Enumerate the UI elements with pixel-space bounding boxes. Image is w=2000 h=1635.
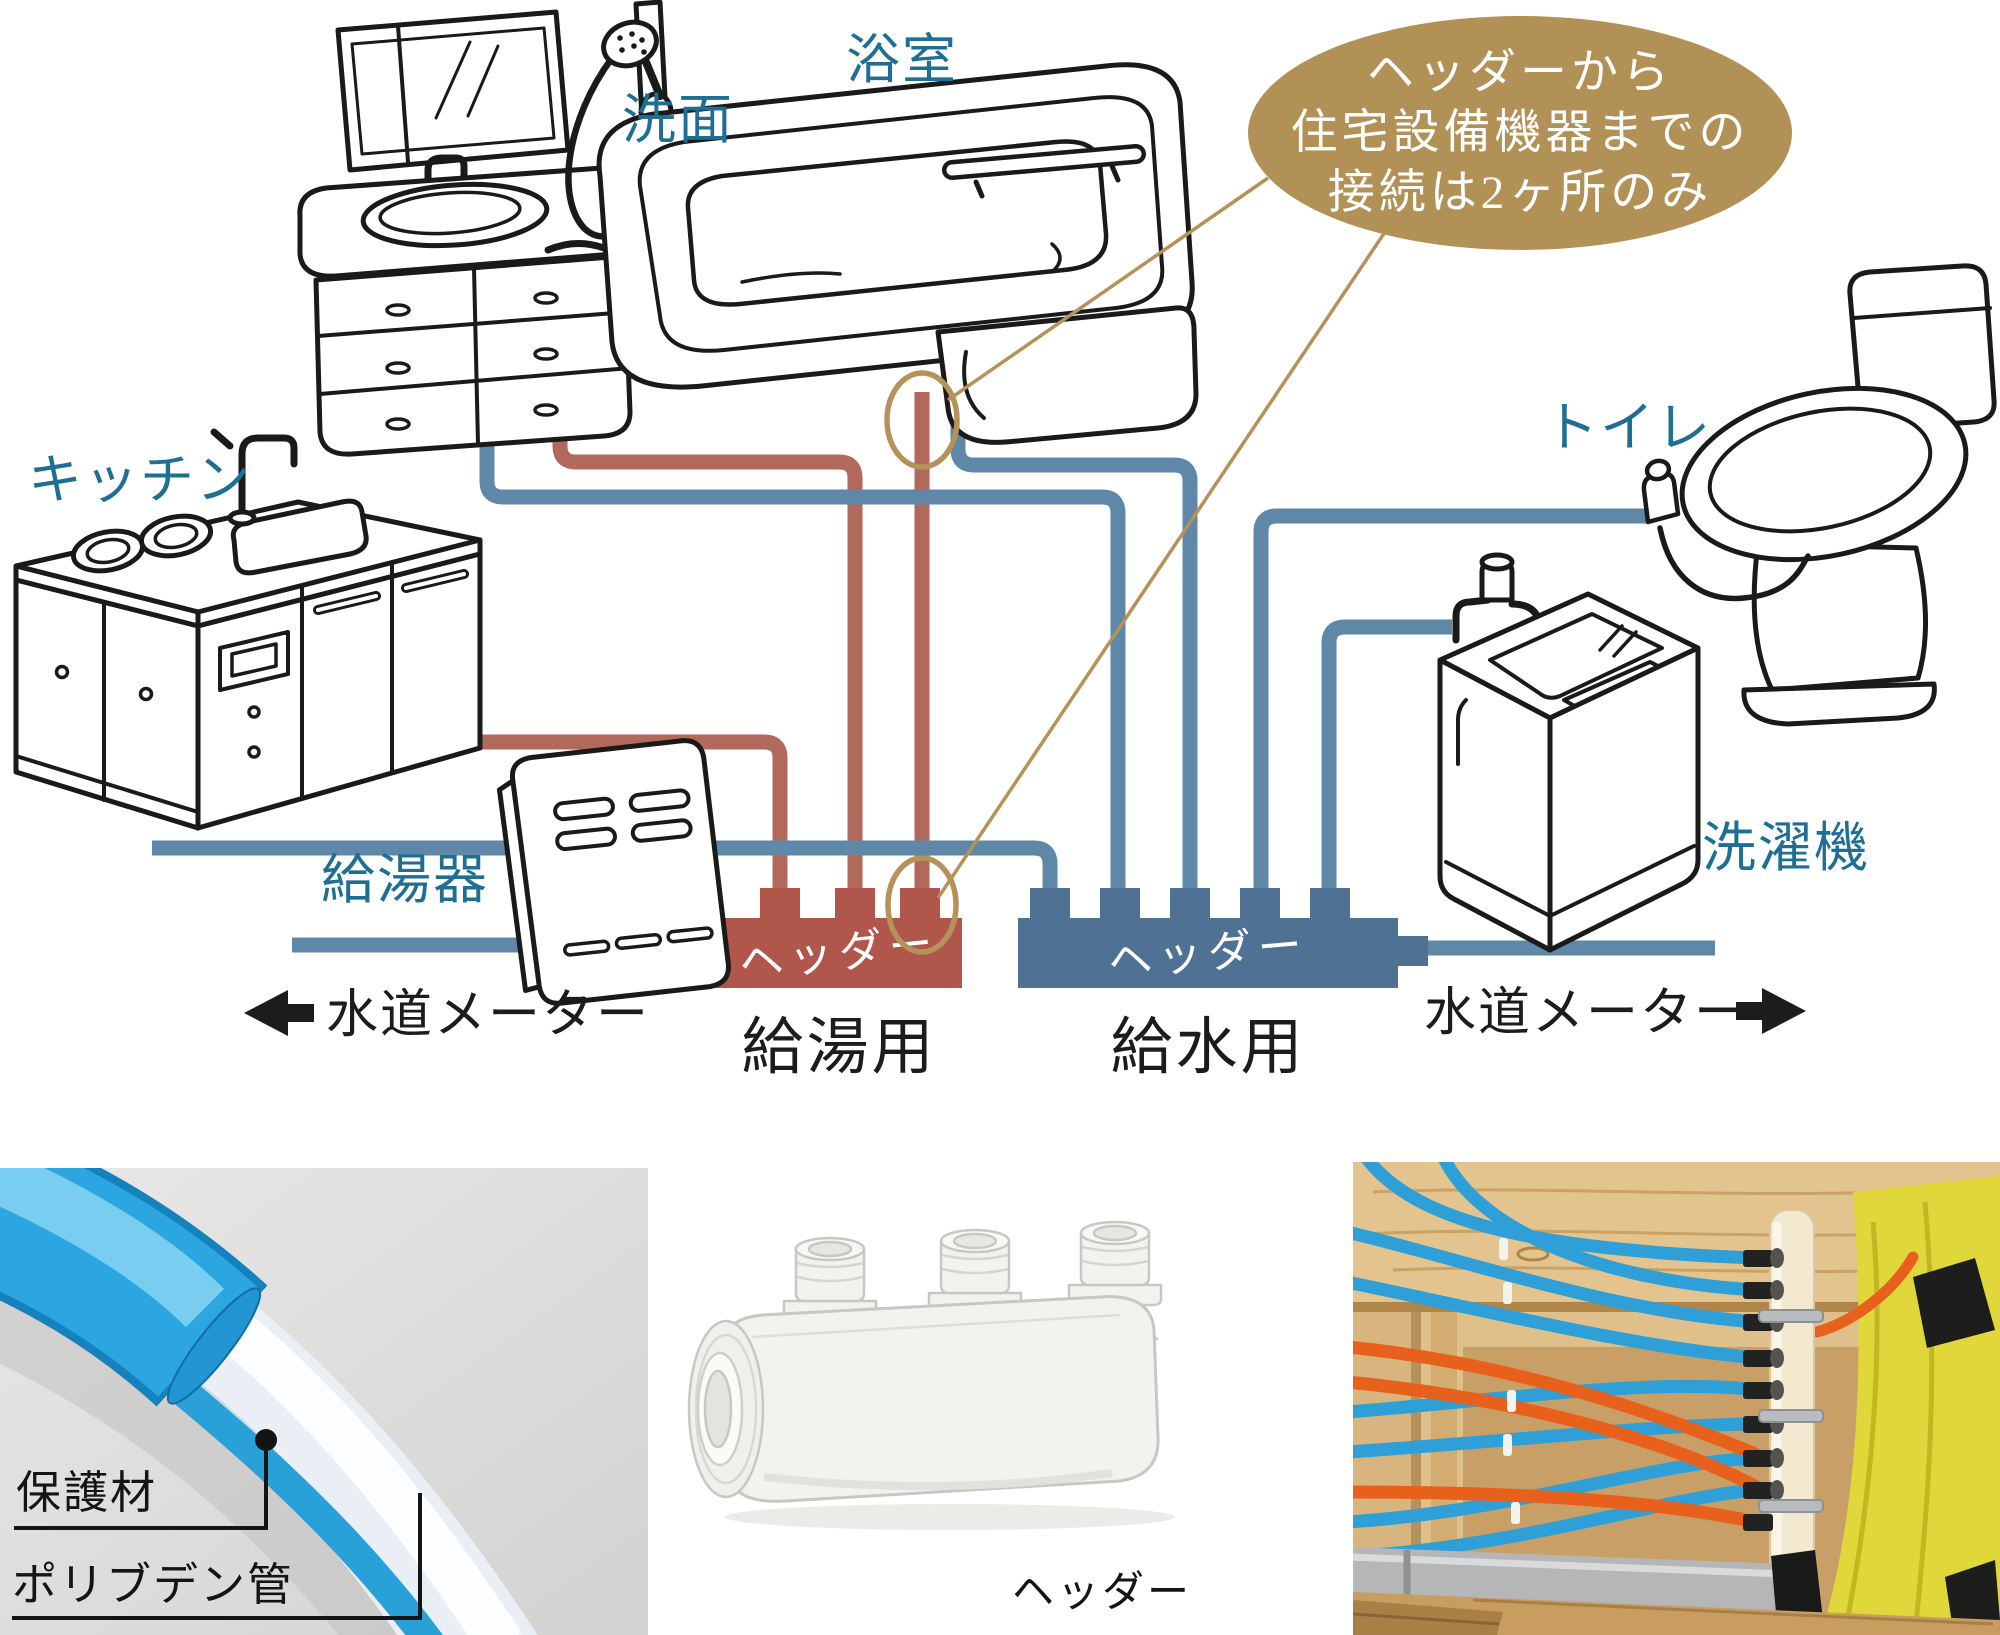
cold-pipe-kitchen <box>152 840 1058 905</box>
water-heater-illustration <box>496 738 731 1006</box>
hot-pipe-kitchen <box>470 734 788 905</box>
cold-pipe-bath <box>950 424 1198 905</box>
connection-circle-bath <box>884 370 960 470</box>
bathtub-illustration <box>565 0 1199 445</box>
cold-water-header: ヘッダー <box>1018 888 1428 988</box>
meter-right: 水道メーター <box>1424 985 1806 1042</box>
callout-line-3: 接続は2ヶ所のみ <box>1328 167 1713 219</box>
hot-pipe-washbasin <box>552 428 863 905</box>
piping-diagram: ヘッダー ヘッダー <box>13 0 1997 1082</box>
orange-pipes <box>1353 1251 1919 1529</box>
right-arrow-icon <box>1736 988 1806 1034</box>
connection-circle-header <box>885 855 959 955</box>
photo-header-product <box>687 1220 1175 1530</box>
header-body <box>724 1295 1160 1503</box>
callout-line-1: ヘッダーから <box>1367 47 1673 99</box>
label-washing-machine: 洗濯機 <box>1702 818 1870 878</box>
toilet-illustration <box>1641 263 1997 727</box>
photo-header-installation <box>1353 1162 2000 1635</box>
cold-header-caption: 給水用 <box>1110 1014 1305 1082</box>
label-washbasin: 洗面 <box>622 90 734 150</box>
label-polybutene-pipe: ポリブデン管 <box>12 1560 294 1610</box>
callout-line-2: 住宅設備機器までの <box>1291 107 1750 159</box>
label-kitchen: キッチン <box>28 450 252 510</box>
metal-clamps <box>1758 1309 1824 1513</box>
left-arrow-icon <box>244 990 314 1036</box>
cold-pipe-washbasin <box>479 436 1126 905</box>
header-product-caption: ヘッダー <box>1012 1570 1193 1616</box>
meter-right-text: 水道メーター <box>1424 985 1748 1042</box>
callout-leader-lines <box>884 176 1387 955</box>
hot-header-caption: 給湯用 <box>741 1014 936 1082</box>
pipe-clips <box>1499 1238 1520 1524</box>
callout-balloon: ヘッダーから 住宅設備機器までの 接続は2ヶ所のみ <box>1248 16 1792 250</box>
header-fittings <box>1743 1248 1784 1531</box>
pipe-photo-annotations: 保護材 ポリブデン管 <box>12 1429 422 1620</box>
cold-pipe-toilet <box>1253 508 1652 905</box>
label-protective-material: 保護材 <box>16 1468 157 1518</box>
washbasin-illustration <box>297 9 645 457</box>
meter-left: 水道メーター <box>244 987 650 1044</box>
cold-pipe-washer <box>1321 619 1452 905</box>
label-toilet: トイレ <box>1544 398 1712 458</box>
meter-left-text: 水道メーター <box>326 987 650 1044</box>
photo-polybutene-pipe: 保護材 ポリブデン管 <box>0 1168 648 1635</box>
label-water-heater: 給湯器 <box>321 850 489 910</box>
protective-material-dot <box>255 1429 277 1451</box>
kitchen-illustration <box>13 428 483 831</box>
washing-machine-illustration <box>1437 552 1701 953</box>
label-bath: 浴室 <box>846 30 958 90</box>
